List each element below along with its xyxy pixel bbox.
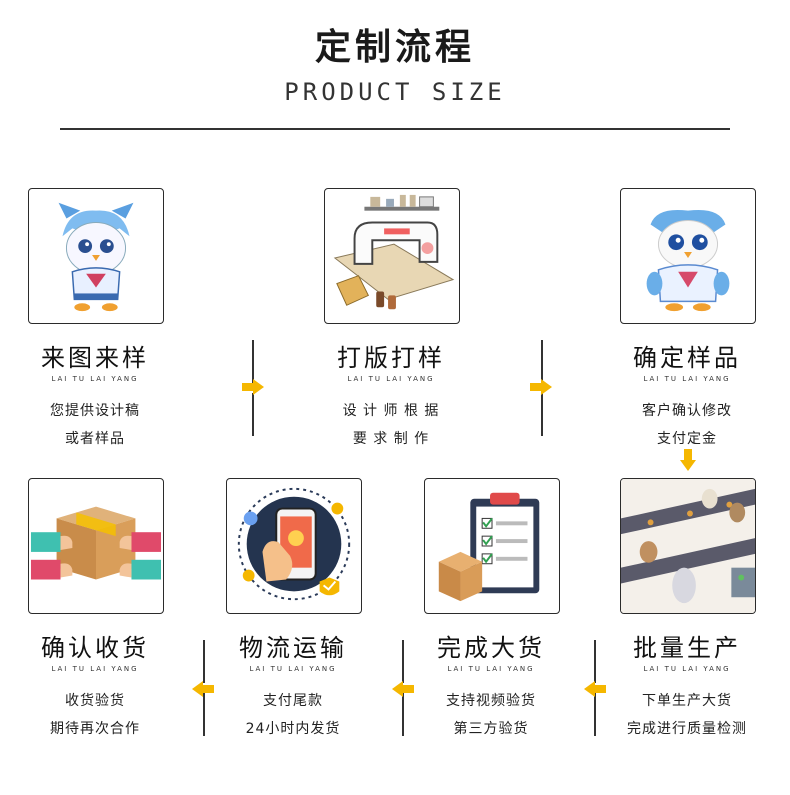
- step-description-line1: 下单生产大货: [642, 693, 732, 709]
- step-pinyin: LAI TU LAI YANG: [51, 375, 139, 383]
- step-description-line2: 或者样品: [65, 431, 125, 447]
- page-title: 定制流程: [314, 27, 475, 68]
- arrow-right-icon: [530, 379, 552, 395]
- step-title: 完成大货: [437, 634, 545, 662]
- step-description-line2: 支付定金: [657, 431, 717, 447]
- step-description-line2: 24小时内发货: [245, 721, 341, 737]
- header-divider: [60, 128, 730, 130]
- arrow-down-icon: [680, 449, 696, 471]
- step-description-line1: 支持视频验货: [446, 693, 536, 709]
- sewing-machine-icon: [324, 188, 460, 324]
- checklist-box-icon: [424, 478, 560, 614]
- plush-sample-icon: [620, 188, 756, 324]
- step-description-line2: 完成进行质量检测: [627, 721, 747, 737]
- production-line-icon: [620, 478, 756, 614]
- step-da-ban-da-yang: 打版打样 LAI TU LAI YANG 设 计 师 根 据 要 求 制 作: [296, 188, 486, 468]
- step-description-line1: 收货验货: [65, 693, 125, 709]
- step-title: 打版打样: [337, 344, 445, 372]
- phone-payment-icon: [226, 478, 362, 614]
- step-pinyin: LAI TU LAI YANG: [347, 375, 435, 383]
- step-description-line1: 您提供设计稿: [50, 403, 140, 419]
- step-pinyin: LAI TU LAI YANG: [643, 375, 731, 383]
- step-description-line2: 期待再次合作: [50, 721, 140, 737]
- step-pinyin: LAI TU LAI YANG: [249, 665, 337, 673]
- step-que-ding-yang-pin: 确定样品 LAI TU LAI YANG 客户确认修改 支付定金: [592, 188, 782, 468]
- step-pinyin: LAI TU LAI YANG: [447, 665, 535, 673]
- step-wan-cheng-da-huo: 完成大货 LAI TU LAI YANG 支持视频验货 第三方验货: [396, 478, 586, 758]
- step-description-line2: 要 求 制 作: [352, 431, 430, 447]
- step-lai-tu-lai-yang: 来图来样 LAI TU LAI YANG 您提供设计稿 或者样品: [0, 188, 190, 468]
- step-que-ren-shou-huo: 确认收货 LAI TU LAI YANG 收货验货 期待再次合作: [0, 478, 190, 758]
- package-handover-icon: [28, 478, 164, 614]
- arrow-left-icon: [392, 681, 414, 697]
- step-description-line1: 设 计 师 根 据: [342, 403, 440, 419]
- step-title: 批量生产: [633, 634, 741, 662]
- step-description-line1: 支付尾款: [263, 693, 323, 709]
- step-description-line2: 第三方验货: [453, 721, 529, 737]
- mascot-drawing-icon: [28, 188, 164, 324]
- step-pinyin: LAI TU LAI YANG: [643, 665, 731, 673]
- arrow-right-icon: [242, 379, 264, 395]
- step-title: 确认收货: [41, 634, 149, 662]
- step-title: 物流运输: [239, 634, 347, 662]
- arrow-left-icon: [584, 681, 606, 697]
- step-wu-liu-yun-shu: 物流运输 LAI TU LAI YANG 支付尾款 24小时内发货: [198, 478, 388, 758]
- step-title: 确定样品: [633, 344, 741, 372]
- step-title: 来图来样: [41, 344, 149, 372]
- arrow-left-icon: [192, 681, 214, 697]
- page-subtitle: PRODUCT SIZE: [284, 78, 506, 106]
- step-pi-liang-sheng-chan: 批量生产 LAI TU LAI YANG 下单生产大货 完成进行质量检测: [592, 478, 782, 758]
- step-pinyin: LAI TU LAI YANG: [51, 665, 139, 673]
- step-description-line1: 客户确认修改: [642, 403, 732, 419]
